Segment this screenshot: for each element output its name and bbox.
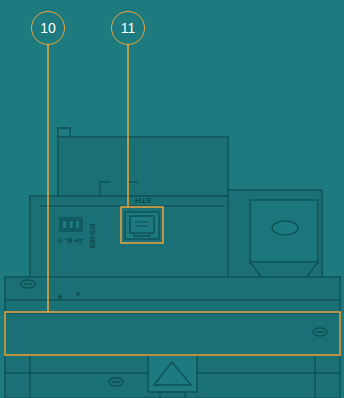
callout-number: 10 (40, 20, 56, 36)
port-label: RS485 (88, 224, 96, 248)
callout-circle: 10 (31, 11, 65, 45)
callout-number: 11 (121, 20, 136, 36)
callout-circle: 11 (111, 11, 145, 45)
pin-label: A+ B- S (58, 237, 83, 244)
port-label: ETH (135, 196, 151, 204)
